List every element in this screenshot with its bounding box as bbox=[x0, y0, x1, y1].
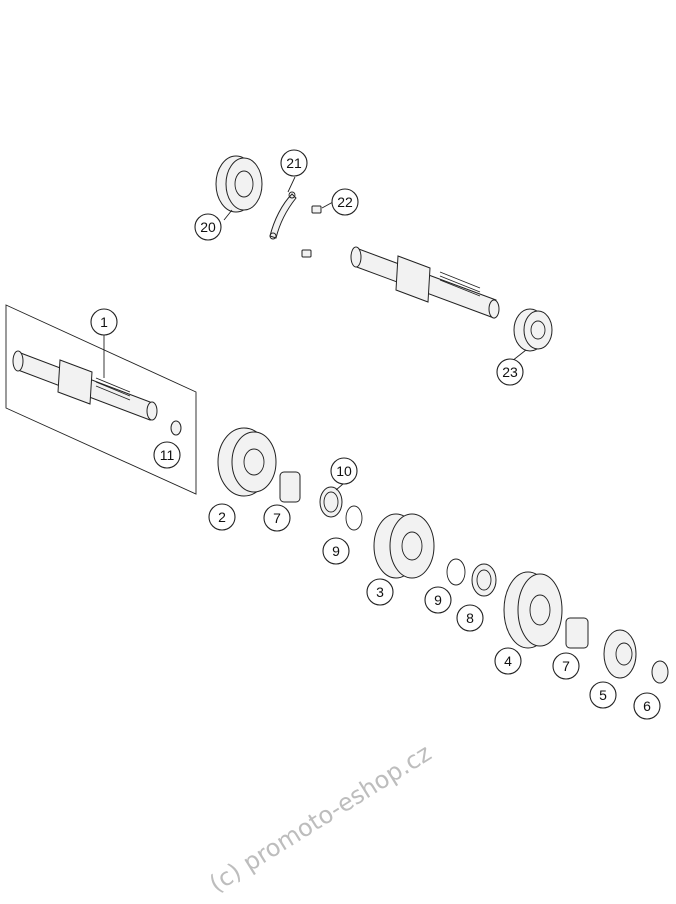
bearing-23 bbox=[513, 308, 553, 352]
callout-label: 8 bbox=[466, 610, 474, 626]
callout-1: 1 bbox=[90, 308, 118, 336]
callout-9b: 9 bbox=[424, 586, 452, 614]
callout-label: 23 bbox=[502, 364, 518, 380]
callout-label: 11 bbox=[160, 447, 175, 463]
countershaft bbox=[350, 246, 500, 319]
callout-label: 1 bbox=[100, 314, 108, 330]
callout-label: 22 bbox=[337, 194, 353, 210]
locking-lever-21 bbox=[269, 191, 297, 240]
callout-22: 22 bbox=[331, 188, 359, 216]
circlip-9a bbox=[345, 505, 363, 531]
callout-3: 3 bbox=[366, 578, 394, 606]
callout-label: 20 bbox=[200, 219, 216, 235]
callout-4: 4 bbox=[494, 647, 522, 675]
leader-lines bbox=[103, 176, 527, 491]
callout-label: 6 bbox=[643, 698, 651, 714]
callout-7b: 7 bbox=[552, 652, 580, 680]
callout-label: 5 bbox=[599, 687, 607, 703]
needle-bearing-7b bbox=[565, 617, 589, 649]
callout-label: 3 bbox=[376, 584, 384, 600]
callout-10: 10 bbox=[330, 457, 358, 485]
callout-20: 20 bbox=[194, 213, 222, 241]
callout-23: 23 bbox=[496, 358, 524, 386]
callout-2: 2 bbox=[208, 503, 236, 531]
bearing-20 bbox=[215, 155, 263, 213]
callout-label: 21 bbox=[286, 155, 302, 171]
callout-label: 2 bbox=[218, 509, 226, 525]
mainshaft-box bbox=[5, 304, 197, 495]
callout-8: 8 bbox=[456, 604, 484, 632]
screw-22 bbox=[301, 205, 322, 258]
mainshaft bbox=[12, 350, 158, 421]
gear-4 bbox=[503, 571, 563, 649]
needle-bearing-7a bbox=[279, 471, 301, 503]
washer-11 bbox=[170, 420, 182, 436]
callout-21: 21 bbox=[280, 149, 308, 177]
callout-label: 9 bbox=[434, 592, 442, 608]
circlip-9b bbox=[446, 558, 466, 586]
callout-label: 7 bbox=[273, 510, 281, 526]
washer-10 bbox=[319, 486, 343, 518]
gear-5 bbox=[603, 629, 637, 679]
callout-6: 6 bbox=[633, 692, 661, 720]
washer-8 bbox=[471, 563, 497, 597]
callout-label: 9 bbox=[332, 543, 340, 559]
gear-2 bbox=[217, 427, 277, 497]
watermark: (c) promoto-eshop.cz bbox=[204, 739, 436, 898]
gear-3 bbox=[373, 513, 435, 579]
callout-label: 10 bbox=[336, 463, 352, 479]
callout-label: 7 bbox=[562, 658, 570, 674]
callout-9a: 9 bbox=[322, 537, 350, 565]
callout-11: 11 bbox=[153, 441, 181, 469]
callout-5: 5 bbox=[589, 681, 617, 709]
callout-7a: 7 bbox=[263, 504, 291, 532]
callout-label: 4 bbox=[504, 653, 512, 669]
washer-6 bbox=[651, 660, 669, 684]
